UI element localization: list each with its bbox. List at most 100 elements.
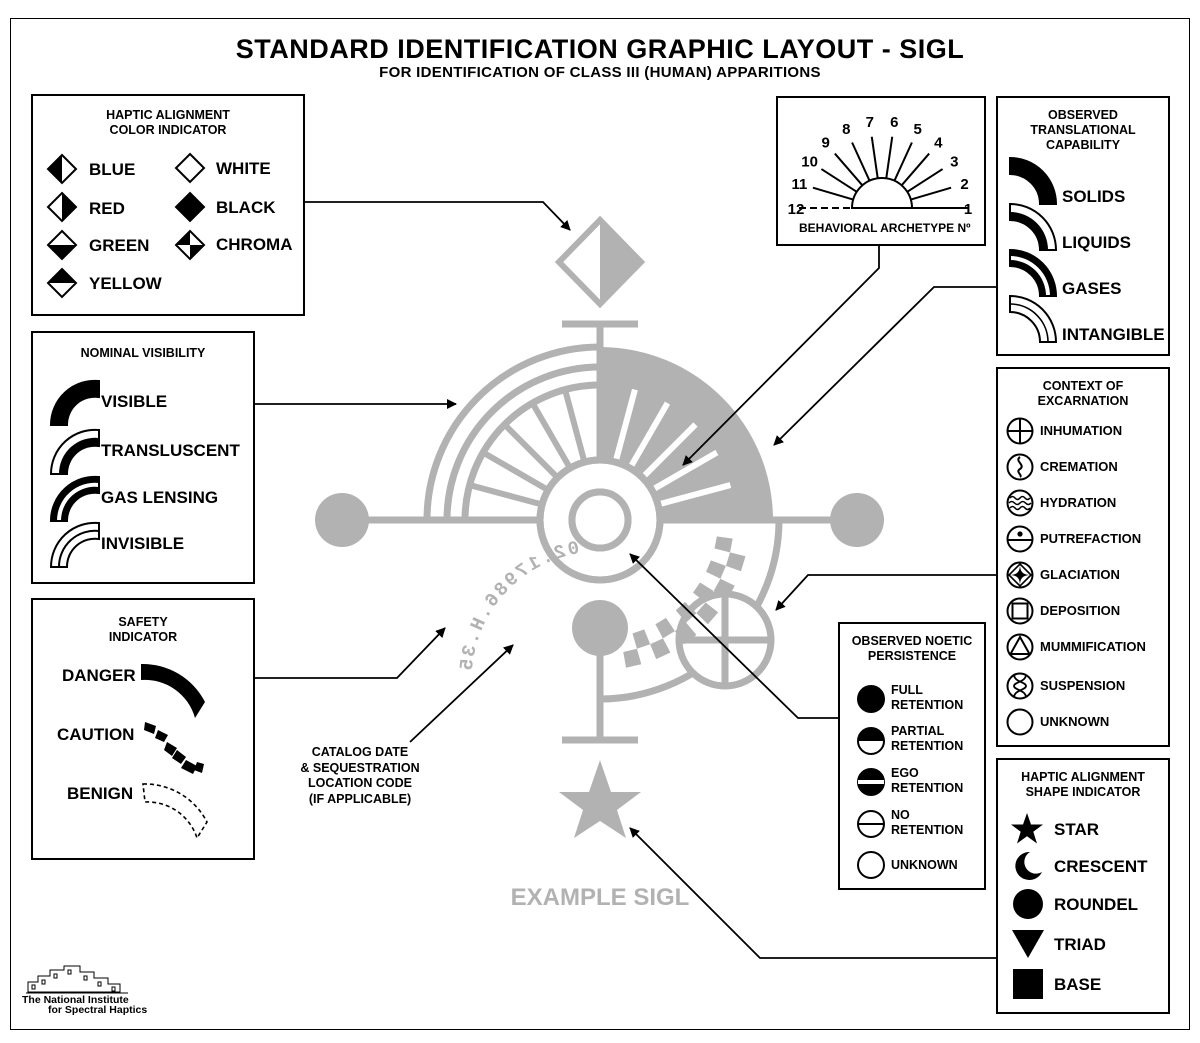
institute-logo-icon [26, 965, 128, 994]
visibility-title: NOMINAL VISIBILITY [80, 346, 206, 360]
roundel-icon [1013, 889, 1043, 919]
putrefaction-icon [1006, 525, 1034, 553]
sigl-spoke [529, 401, 573, 470]
excarnation-glaciation-label: GLACIATION [1040, 567, 1120, 582]
sigl-diamond-fill [600, 220, 641, 304]
archetype-ray [906, 168, 944, 193]
visibility-transluscent-label: TRANSLUSCENT [101, 441, 240, 460]
sigl-caution-segment [623, 648, 642, 668]
translational-title-2: TRANSLATIONAL [1030, 123, 1136, 137]
color-chroma-label: CHROMA [216, 235, 293, 254]
noetic-ego-line2: RETENTION [891, 781, 964, 795]
color-black-label: BLACK [216, 198, 276, 217]
archetype-number: 5 [914, 121, 922, 138]
archetype-number: 9 [822, 134, 830, 151]
white-diamond-icon [174, 152, 206, 184]
sigl-spoke [468, 482, 543, 508]
archetype-number: 10 [801, 153, 818, 170]
shape-base-label: BASE [1054, 975, 1102, 994]
visibility-invisible-label: INVISIBLE [101, 534, 185, 553]
noetic-title-1: OBSERVED NOETIC [851, 634, 973, 648]
sigl-spokes [468, 388, 732, 508]
inhumation-icon [1006, 417, 1034, 445]
institute-name-line1: The National Institute [22, 994, 129, 1006]
translational-intangible-label: INTANGIBLE [1062, 325, 1165, 344]
catalog-note: CATALOG DATE & SEQUESTRATION LOCATION CO… [290, 745, 430, 807]
black-diamond-icon [174, 191, 206, 223]
color-red-label: RED [89, 199, 125, 218]
noetic-ego-line1: EGO [891, 766, 919, 780]
translational-liquids-label: LIQUIDS [1062, 233, 1131, 252]
noetic-partial-line1: PARTIAL [891, 724, 945, 738]
visible-arc-icon [49, 379, 100, 426]
translational-title-3: CAPABILITY [1045, 138, 1121, 152]
archetype-ray [910, 186, 952, 201]
liquids-arc-icon [1009, 202, 1058, 251]
caution-arc-icon [144, 722, 204, 774]
translational-box: OBSERVED TRANSLATIONAL CAPABILITY SOLIDS… [996, 96, 1170, 356]
visibility-visible-label: VISIBLE [101, 392, 168, 411]
intangible-arc-icon [1009, 294, 1058, 343]
base-icon [1013, 969, 1043, 999]
institute-name-line2: for Spectral Haptics [48, 1004, 148, 1016]
noetic-full-line2: RETENTION [891, 698, 964, 712]
excarnation-deposition-label: DEPOSITION [1040, 603, 1121, 618]
color-indicator-title-2: COLOR INDICATOR [109, 123, 227, 137]
archetype-ray [893, 142, 913, 182]
safety-title-1: SAFETY [118, 615, 168, 629]
catalog-note-line3: LOCATION CODE [308, 776, 412, 790]
solids-arc-icon [1009, 156, 1058, 205]
archetype-ray [820, 168, 858, 193]
crescent-icon [1015, 851, 1042, 880]
archetype-ray [885, 136, 894, 179]
excarnation-box: CONTEXT OF EXCARNATION INHUMATION CREMAT… [996, 367, 1170, 747]
noetic-partial-line2: RETENTION [891, 739, 964, 753]
excarnation-suspension-label: SUSPENSION [1040, 678, 1126, 693]
archetype-ray [812, 186, 854, 201]
translational-gases-label: GASES [1062, 279, 1122, 298]
archetype-rays [812, 136, 952, 201]
chroma-diamond-icon [174, 229, 206, 261]
shape-indicator-box: HAPTIC ALIGNMENT SHAPE INDICATOR STAR CR… [996, 758, 1170, 1014]
invisible-arc-icon [49, 521, 100, 568]
ego-retention-icon [857, 768, 885, 796]
archetype-label: BEHAVIORAL ARCHETYPE Nº [799, 221, 971, 235]
color-indicator-title-1: HAPTIC ALIGNMENT [106, 108, 230, 122]
partial-retention-icon [857, 727, 885, 755]
sigl-spoke [612, 388, 638, 463]
shape-indicator-title-2: SHAPE INDICATOR [1025, 785, 1141, 799]
gases-arc-icon [1009, 248, 1058, 297]
catalog-note-line1: CATALOG DATE [311, 745, 409, 759]
suspension-icon [1006, 672, 1034, 700]
gas-lensing-arc-icon [49, 475, 100, 522]
archetype-ray [900, 152, 930, 186]
page-title: STANDARD IDENTIFICATION GRAPHIC LAYOUT -… [235, 34, 965, 64]
excarnation-cremation-label: CREMATION [1040, 459, 1118, 474]
sigl-spoke [481, 449, 550, 493]
full-retention-icon [857, 685, 885, 713]
page-frame [10, 18, 1190, 1030]
unknown-context-icon [1006, 708, 1034, 736]
safety-title-2: INDICATOR [108, 630, 178, 644]
excarnation-unknown-label: UNKNOWN [1040, 714, 1110, 729]
sigl-spoke [562, 388, 588, 463]
sigl-caution-segment [632, 629, 651, 649]
benign-arc-icon [142, 783, 208, 840]
shape-indicator-title-1: HAPTIC ALIGNMENT [1021, 770, 1145, 784]
color-green-label: GREEN [89, 236, 150, 255]
safety-danger-label: DANGER [62, 666, 136, 685]
color-yellow-label: YELLOW [89, 274, 162, 293]
catalog-note-line4: (IF APPLICABLE) [308, 791, 412, 806]
archetype-ray [870, 136, 879, 179]
archetype-number: 7 [866, 114, 874, 131]
noetic-title-2: PERSISTENCE [867, 649, 957, 663]
sigl-caution-segment [714, 536, 733, 553]
archetype-number: 11 [792, 176, 808, 193]
archetype-number: 3 [950, 153, 958, 170]
triad-icon [1012, 930, 1044, 958]
archetype-number: 8 [842, 121, 850, 138]
